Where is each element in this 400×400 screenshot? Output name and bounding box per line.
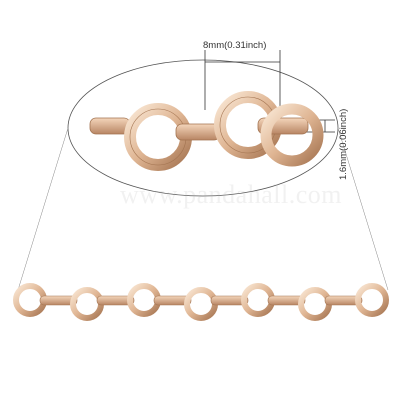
thickness-label: 1.6mm(0.06inch) <box>338 108 349 180</box>
watermark: www.pandahall.com <box>120 180 342 209</box>
chain-ring <box>184 287 218 321</box>
zoom-connector-left <box>17 127 69 291</box>
chain-link <box>267 295 306 306</box>
full-chain <box>13 283 389 321</box>
chain-ring <box>70 287 104 321</box>
chain-ring <box>298 287 332 321</box>
zoomed-chain <box>89 91 324 171</box>
dimension-width <box>204 50 281 110</box>
chain-link <box>324 295 363 306</box>
chain-link <box>96 295 135 306</box>
width-label: 8mm(0.31inch) <box>203 40 267 51</box>
chain-link <box>210 295 249 306</box>
chain-link <box>39 295 78 306</box>
chain-link <box>153 295 192 306</box>
chain-ring <box>355 283 389 317</box>
zoom-connector-right <box>337 127 389 291</box>
